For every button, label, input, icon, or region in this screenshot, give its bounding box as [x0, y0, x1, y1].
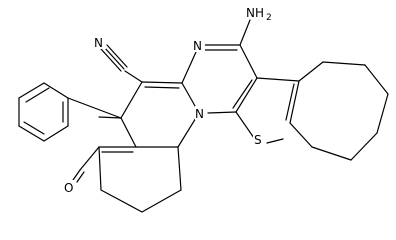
atom-n-top: N: [193, 38, 205, 53]
svg-text:2: 2: [266, 13, 272, 23]
atom-nh2: NH 2: [246, 5, 272, 23]
amino-bond: [239, 19, 251, 46]
svg-text:O: O: [64, 181, 73, 195]
thiophene-ring: [235, 77, 300, 144]
svg-text:N: N: [94, 36, 103, 50]
svg-text:NH: NH: [246, 6, 264, 20]
cycloheptane-ring: [289, 61, 389, 161]
svg-text:N: N: [195, 107, 204, 121]
chemical-structure: N N S O NH 2 N: [18, 5, 389, 213]
svg-text:S: S: [254, 133, 262, 147]
phenyl-ring: [18, 82, 122, 142]
atom-o: O: [64, 180, 76, 195]
carbonyl-group: [72, 169, 85, 183]
atom-n-ring: N: [195, 106, 207, 121]
atom-s: S: [253, 132, 265, 147]
cyclohexanone-ring: [79, 116, 182, 213]
pyrimidine-ring: [181, 44, 258, 114]
atom-nitrile-n: N: [94, 35, 106, 50]
nitrile-group: [100, 44, 143, 83]
svg-text:N: N: [193, 39, 202, 53]
pyridine-ring: [120, 81, 200, 148]
